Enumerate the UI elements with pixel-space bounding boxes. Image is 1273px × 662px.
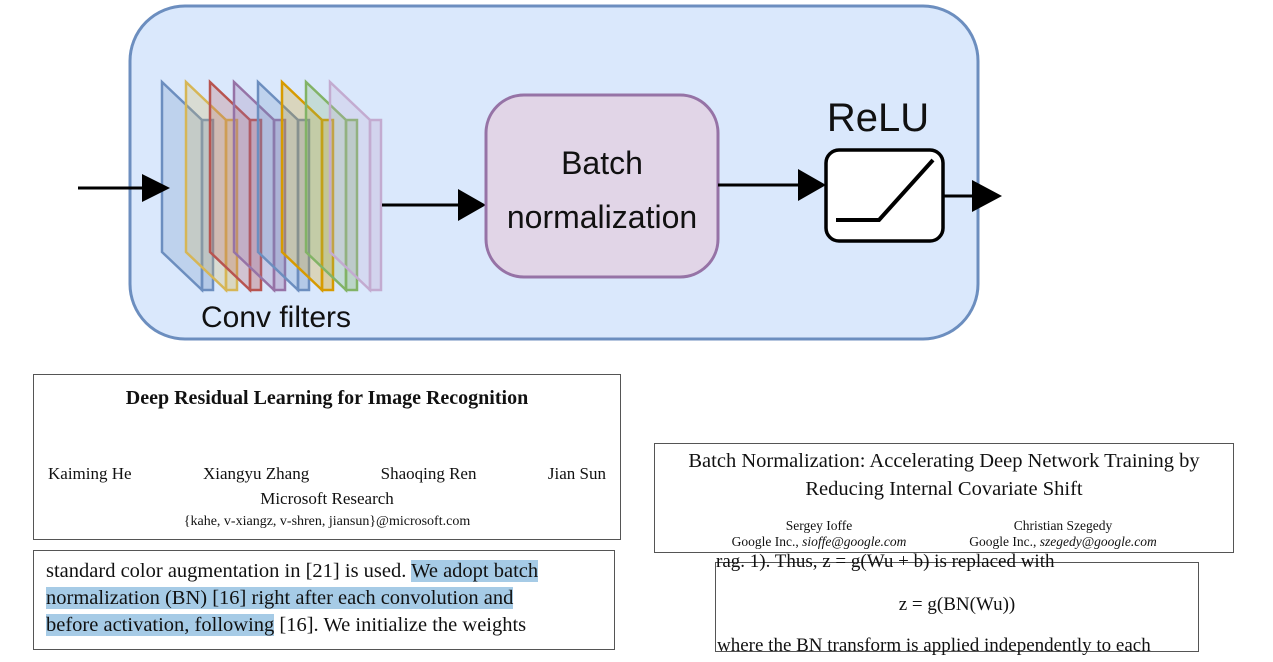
relu-box — [824, 148, 945, 243]
conv-filter-edge — [200, 118, 215, 292]
input-arrowhead — [142, 174, 170, 202]
excerpt-highlighted-text: normalization (BN) [16] right after each… — [46, 587, 514, 609]
resnet-author: Kaiming He — [48, 464, 132, 483]
conv-filter-edge — [272, 118, 287, 292]
resnet-author: Jian Sun — [547, 464, 606, 483]
bn-equation-excerpt: rag. 1). Thus, z = g(Wu + b) is replaced… — [715, 551, 1199, 656]
conv-bn-relu-diagram: Batch normalization ReLU Conv filters — [78, 4, 1002, 341]
resnet-author: Shaoqing Ren — [380, 464, 477, 483]
conv-filter-slab — [328, 79, 372, 293]
bn-paper-title-line2: Reducing Internal Covariate Shift — [805, 478, 1083, 500]
batch-norm-box — [484, 93, 720, 279]
conv-filter-edge — [368, 118, 383, 292]
resnet-affiliation: Microsoft Research — [260, 489, 394, 508]
bn-author-1: Sergey Ioffe Google Inc., sioffe@google.… — [699, 518, 939, 550]
bn-author-1-name: Sergey Ioffe — [785, 518, 853, 533]
bn-paper-header: Batch Normalization: Accelerating Deep N… — [654, 443, 1234, 553]
excerpt-plain-text: standard color augmentation in [21] is u… — [46, 560, 412, 582]
resnet-text-excerpt: standard color augmentation in [21] is u… — [33, 550, 615, 650]
conv-filter-edge — [296, 118, 311, 292]
excerpt-highlighted-text: before activation, following — [46, 614, 275, 636]
resnet-paper-header: Deep Residual Learning for Image Recogni… — [33, 374, 621, 540]
resnet-author-list: Kaiming He Xiangyu Zhang Shaoqing Ren Ji… — [48, 464, 606, 484]
conv-filter-edge — [224, 118, 239, 292]
relu-curve-icon — [836, 158, 935, 222]
resnet-emails: {kahe, v-xiangz, v-shren, jiansun}@micro… — [183, 514, 471, 529]
conv-filter-stack — [160, 79, 383, 293]
bn-author-1-affiliation: Google Inc., — [731, 534, 803, 549]
relu-label: ReLU — [827, 96, 929, 140]
bn-author-2-affiliation: Google Inc., — [969, 534, 1040, 549]
bn-author-1-email: sioffe@google.com — [802, 534, 907, 549]
conv-to-bn-arrowhead — [458, 189, 486, 221]
excerpt-plain-text: [16]. We initialize the weights — [274, 614, 527, 636]
bn-excerpt-bottom-line: where the BN transform is applied indepe… — [717, 635, 1151, 656]
resnet-excerpt-text: standard color augmentation in [21] is u… — [46, 558, 606, 639]
conv-filters-label: Conv filters — [201, 301, 351, 334]
bn-excerpt-top-line: rag. 1). Thus, z = g(Wu + b) is replaced… — [716, 551, 1055, 572]
bn-author-2: Christian Szegedy Google Inc., szegedy@g… — [943, 518, 1183, 550]
resnet-author: Xiangyu Zhang — [202, 464, 310, 483]
batch-norm-label-line1: Batch — [561, 145, 643, 181]
conv-filter-edge — [344, 118, 359, 292]
bn-equation: z = g(BN(Wu)) — [898, 594, 1016, 615]
bn-paper-title-line1: Batch Normalization: Accelerating Deep N… — [688, 450, 1200, 472]
resnet-paper-title: Deep Residual Learning for Image Recogni… — [125, 387, 529, 409]
conv-filter-edge — [248, 118, 263, 292]
bn-to-relu-arrowhead — [798, 169, 826, 201]
bn-author-2-name: Christian Szegedy — [1013, 518, 1113, 533]
bn-author-2-email: szegedy@google.com — [1039, 534, 1157, 549]
excerpt-highlighted-text: We adopt batch — [411, 560, 539, 582]
batch-norm-label-line2: normalization — [507, 199, 697, 235]
output-arrowhead — [972, 180, 1002, 212]
conv-filter-edge — [320, 118, 335, 292]
